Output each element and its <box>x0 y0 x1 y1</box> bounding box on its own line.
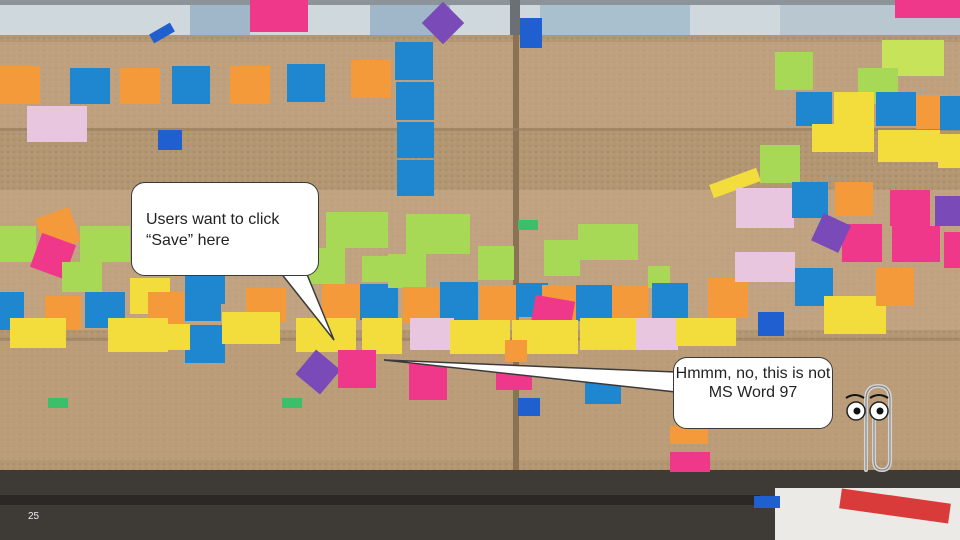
tape <box>520 18 542 48</box>
tape <box>518 398 540 416</box>
sticky-note <box>397 122 434 158</box>
slide-number: 25 <box>28 511 40 522</box>
sticky-note <box>120 68 160 104</box>
sticky-note <box>938 134 960 168</box>
sticky-note <box>944 232 960 268</box>
sticky-note <box>222 312 280 344</box>
sticky-note <box>362 256 388 282</box>
sticky-note <box>10 318 66 348</box>
paper-stack-label <box>839 488 951 524</box>
window-pane <box>540 5 690 35</box>
sticky-note <box>338 350 376 388</box>
tape <box>149 22 175 44</box>
sticky-note <box>708 278 748 318</box>
sticky-note <box>648 266 670 288</box>
sticky-note <box>824 296 886 334</box>
sticky-note <box>670 452 710 472</box>
speech-bubble-clippy: Hmmm, no, this is not MS Word 97 <box>673 357 833 429</box>
sticky-note <box>450 320 510 354</box>
sticky-note <box>397 160 434 196</box>
tape <box>754 496 780 508</box>
tape <box>758 312 784 336</box>
sticky-note <box>70 68 110 104</box>
sticky-note <box>409 364 447 400</box>
shelf <box>0 495 760 505</box>
sticky-note <box>326 212 388 248</box>
sticky-note <box>410 318 454 350</box>
sticky-note-diamond <box>421 1 465 45</box>
sticky-note <box>935 196 960 226</box>
sticky-note <box>736 188 794 228</box>
sticky-note <box>876 92 916 126</box>
sticky-note <box>544 240 580 276</box>
sticky-note <box>876 268 914 306</box>
tape <box>282 398 302 408</box>
window-pane <box>190 5 250 35</box>
sticky-note <box>478 246 514 280</box>
sticky-note <box>230 66 270 104</box>
sticky-note <box>322 284 362 320</box>
sticky-note <box>878 130 940 162</box>
sticky-note <box>636 318 678 350</box>
paperclip-icon <box>845 383 892 473</box>
sticky-note <box>652 283 688 319</box>
sticky-note <box>185 325 225 363</box>
sticky-note <box>388 254 426 288</box>
sticky-note <box>396 82 434 120</box>
speech-bubble-text: Hmmm, no, this is not MS Word 97 <box>675 365 831 401</box>
speech-bubble-users: Users want to click “Save” here <box>131 182 319 276</box>
sticky-note <box>940 96 960 130</box>
sticky-note <box>62 262 102 292</box>
sticky-note <box>440 282 478 320</box>
sticky-note <box>576 285 612 321</box>
sticky-note <box>676 318 736 346</box>
board-seam <box>0 128 960 131</box>
sticky-note <box>108 318 168 352</box>
sticky-note-diamond <box>295 349 341 395</box>
sticky-note <box>27 106 87 142</box>
sticky-note <box>480 285 516 321</box>
sticky-note <box>670 426 708 444</box>
sticky-note <box>172 66 210 104</box>
sticky-note <box>166 324 190 350</box>
sticky-note <box>792 182 828 218</box>
sticky-note <box>185 285 221 321</box>
sticky-note <box>360 284 398 320</box>
sticky-note <box>395 42 433 80</box>
tape <box>158 130 182 150</box>
sticky-note <box>403 287 439 323</box>
sticky-note <box>578 224 638 260</box>
sticky-note <box>812 124 874 152</box>
sticky-note <box>505 340 527 362</box>
sticky-note <box>0 66 40 104</box>
sticky-note <box>892 226 940 262</box>
sticky-note <box>760 145 800 183</box>
sticky-note <box>362 318 402 354</box>
sticky-note <box>775 52 813 90</box>
sticky-note <box>80 226 130 262</box>
sticky-note <box>580 318 638 350</box>
sticky-note <box>287 64 325 102</box>
board-seam <box>513 35 519 505</box>
sticky-note <box>612 285 648 321</box>
tape <box>48 398 68 408</box>
window-frame <box>0 0 960 5</box>
sticky-note <box>0 226 36 262</box>
sticky-note <box>250 0 308 32</box>
sticky-note <box>890 190 930 226</box>
sticky-note <box>811 213 851 253</box>
sticky-note <box>796 92 832 126</box>
speech-bubble-text: Users want to click “Save” here <box>146 211 280 249</box>
sticky-note <box>895 0 960 18</box>
sticky-note <box>351 60 391 98</box>
sticky-note <box>835 182 873 216</box>
sticky-note <box>709 167 761 199</box>
sticky-note <box>834 92 874 126</box>
tape <box>518 220 538 230</box>
window-mullion <box>510 0 520 45</box>
sticky-note <box>406 214 470 254</box>
sticky-note <box>735 252 795 282</box>
